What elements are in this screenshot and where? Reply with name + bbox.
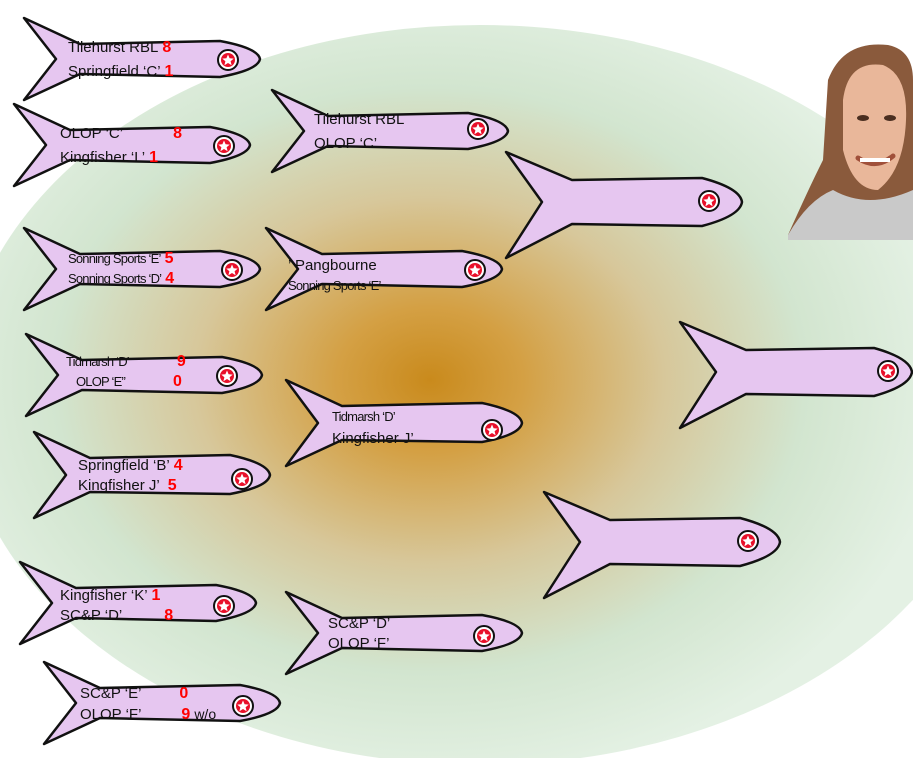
star-eye-icon — [213, 135, 235, 157]
team-score: 9 — [181, 706, 191, 723]
round1-match-6: Kingfisher ‘K’1 SC&P ‘D’ 8 — [16, 560, 258, 646]
team-score: 1 — [164, 63, 174, 80]
team-name: Tidmarsh ‘D’ — [332, 409, 396, 424]
final-match — [676, 320, 913, 430]
fish-shape — [22, 16, 262, 102]
fish-shape — [18, 560, 258, 646]
fish-shape — [504, 150, 744, 260]
team-name: Kingfisher J’ — [78, 477, 160, 494]
team-score: 4 — [165, 270, 174, 287]
team-name: SC&P ‘D’ — [328, 615, 391, 632]
team-name: Sonning Sports ‘E’ — [68, 251, 161, 266]
team-name: Springfield ‘B’ — [78, 457, 170, 474]
team-score: 8 — [164, 607, 174, 624]
round3-match-2 — [540, 490, 782, 600]
team-name: Tilehurst RBL — [314, 111, 405, 128]
star-eye-icon — [216, 365, 238, 387]
team-score: 8 — [162, 39, 172, 56]
team-name: OLOP ‘C’ — [314, 135, 378, 152]
team-name: Kingfisher J’ — [332, 430, 414, 447]
team-name: ’ Pangbourne — [288, 257, 377, 274]
team-name: OLOP ‘F’ — [328, 635, 390, 652]
fish-shape — [32, 430, 272, 520]
star-eye-icon — [473, 625, 495, 647]
round1-match-3: Sonning Sports ‘E’5 Sonning Sports ‘D’4 — [20, 226, 262, 312]
team-score: 5 — [167, 477, 177, 494]
team-name: Tilehurst RBL — [68, 39, 159, 56]
team-score: 4 — [173, 457, 183, 474]
team-name: OLOP ‘E” — [76, 374, 126, 389]
team-name: Sonning Sports ‘E’ — [288, 278, 381, 293]
round1-match-4: Tidmarsh ‘D’ 9 OLOP ‘E” 0 — [22, 332, 264, 418]
fish-shape — [284, 378, 524, 468]
fish-shape — [270, 88, 510, 174]
round1-match-2: OLOP ‘C’ 8 Kingfisher ‘L’1 — [10, 102, 252, 188]
round2-match-2: ’ Pangbourne Sonning Sports ‘E’ — [262, 226, 504, 312]
star-eye-icon — [217, 49, 239, 71]
team-name: Tidmarsh ‘D’ — [66, 354, 130, 369]
team-score: 9 — [176, 353, 186, 370]
team-score: 5 — [164, 250, 174, 267]
fish-shape — [678, 320, 913, 430]
round2-match-1: Tilehurst RBL OLOP ‘C’ — [268, 88, 510, 174]
star-eye-icon — [698, 190, 720, 212]
star-eye-icon — [231, 468, 253, 490]
fish-shape — [264, 226, 504, 312]
fish-shape — [542, 490, 782, 600]
team-score: 8 — [173, 125, 182, 142]
person-photo — [788, 44, 913, 240]
star-eye-icon — [232, 695, 254, 717]
star-eye-icon — [877, 360, 899, 382]
team-score: 0 — [173, 373, 182, 390]
fish-shape — [24, 332, 264, 418]
team-name: OLOP ‘C’ — [60, 125, 124, 142]
star-eye-icon — [464, 259, 486, 281]
team-name: Springfield ‘C’ — [68, 63, 161, 80]
round3-match-1 — [502, 150, 744, 260]
team-score: 0 — [179, 685, 189, 702]
team-name: SC&P ‘D’ — [60, 607, 123, 624]
star-eye-icon — [467, 118, 489, 140]
team-name: Kingfisher ‘L’ — [60, 149, 146, 166]
team-name: Sonning Sports ‘D’ — [68, 271, 162, 286]
team-name: OLOP ‘F’ — [80, 706, 142, 723]
team-score: 1 — [149, 149, 158, 166]
star-eye-icon — [481, 419, 503, 441]
fish-shape — [12, 102, 252, 188]
star-eye-icon — [213, 595, 235, 617]
team-score: 1 — [151, 587, 161, 604]
walkover-label: w/o — [194, 706, 217, 722]
round2-match-3: Tidmarsh ‘D’ Kingfisher J’ — [282, 378, 524, 468]
round2-match-4: SC&P ‘D’ OLOP ‘F’ — [282, 590, 524, 676]
round1-match-5: Springfield ‘B’4 Kingfisher J’ 5 — [30, 430, 272, 520]
star-eye-icon — [221, 259, 243, 281]
star-eye-icon — [737, 530, 759, 552]
fish-shape — [22, 226, 262, 312]
fish-shape — [42, 660, 282, 746]
team-name: SC&P ‘E’ — [80, 685, 142, 702]
team-name: Kingfisher ‘K’ — [60, 587, 148, 604]
fish-shape — [284, 590, 524, 676]
